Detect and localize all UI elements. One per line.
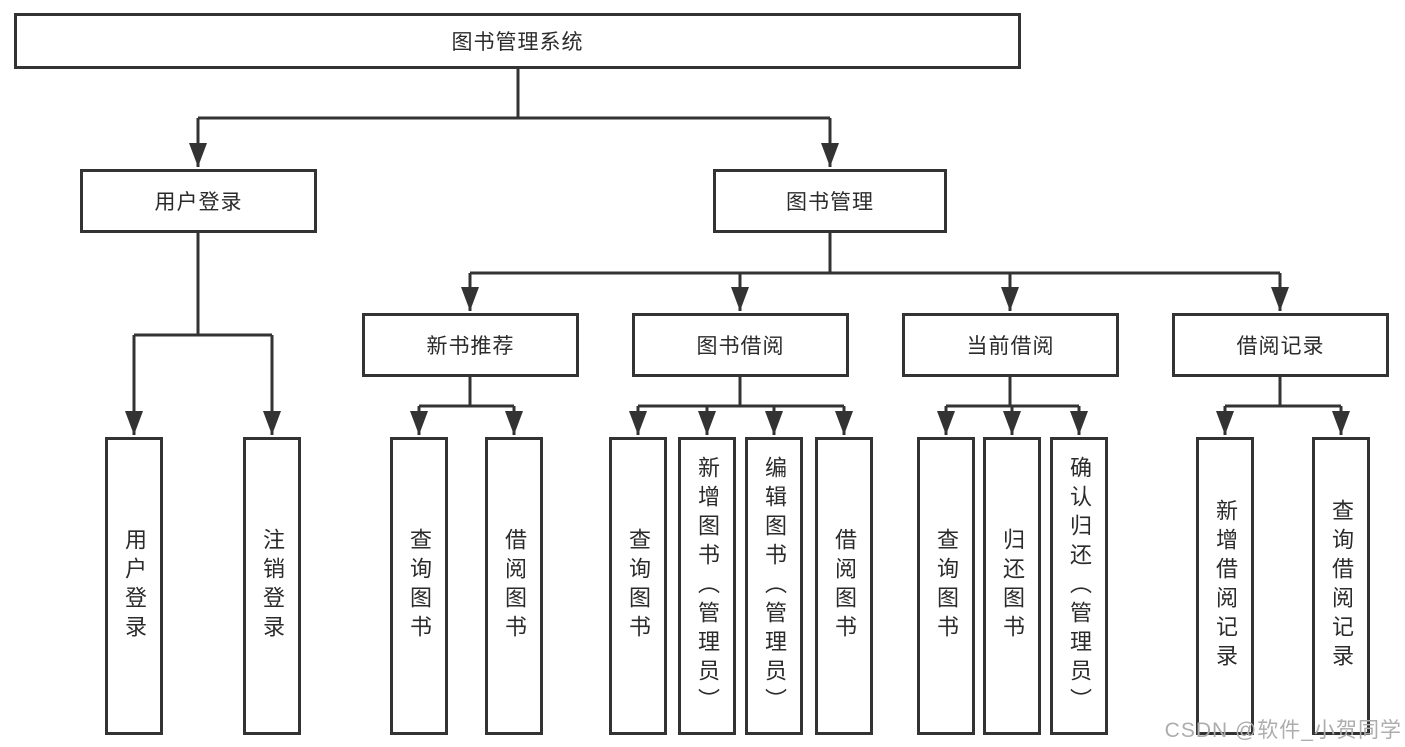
node-leaf-logout: 注销登录 xyxy=(243,437,301,735)
node-leaf-user-login: 用户登录 xyxy=(105,437,163,735)
node-borrow-records: 借阅记录 xyxy=(1172,313,1389,377)
node-leaf-cb-return-book: 归还图书 xyxy=(983,437,1041,735)
node-leaf-cb-confirm-return-admin: 确认归还（管理员） xyxy=(1050,437,1108,735)
node-leaf-rec-borrow-book: 借阅图书 xyxy=(485,437,543,735)
node-leaf-rec-query-book: 查询图书 xyxy=(390,437,448,735)
node-library-system: 图书管理系统 xyxy=(14,13,1021,69)
node-leaf-bb-borrow-book: 借阅图书 xyxy=(815,437,873,735)
node-new-book-rec: 新书推荐 xyxy=(362,313,579,377)
node-current-borrow: 当前借阅 xyxy=(902,313,1119,377)
node-leaf-br-add-record: 新增借阅记录 xyxy=(1196,437,1254,735)
node-leaf-bb-edit-book-admin: 编辑图书（管理员） xyxy=(745,437,803,735)
connector-trunks xyxy=(134,69,1341,408)
node-book-borrow: 图书借阅 xyxy=(632,313,849,377)
node-leaf-bb-add-book-admin: 新增图书（管理员） xyxy=(678,437,736,735)
node-user-login: 用户登录 xyxy=(80,169,317,233)
node-leaf-cb-query-book: 查询图书 xyxy=(917,437,975,735)
node-book-mgmt: 图书管理 xyxy=(713,169,947,233)
csdn-watermark: CSDN @软件_小贺同学 xyxy=(1164,719,1402,742)
node-leaf-br-query-record: 查询借阅记录 xyxy=(1312,437,1370,735)
node-leaf-bb-query-book: 查询图书 xyxy=(609,437,667,735)
